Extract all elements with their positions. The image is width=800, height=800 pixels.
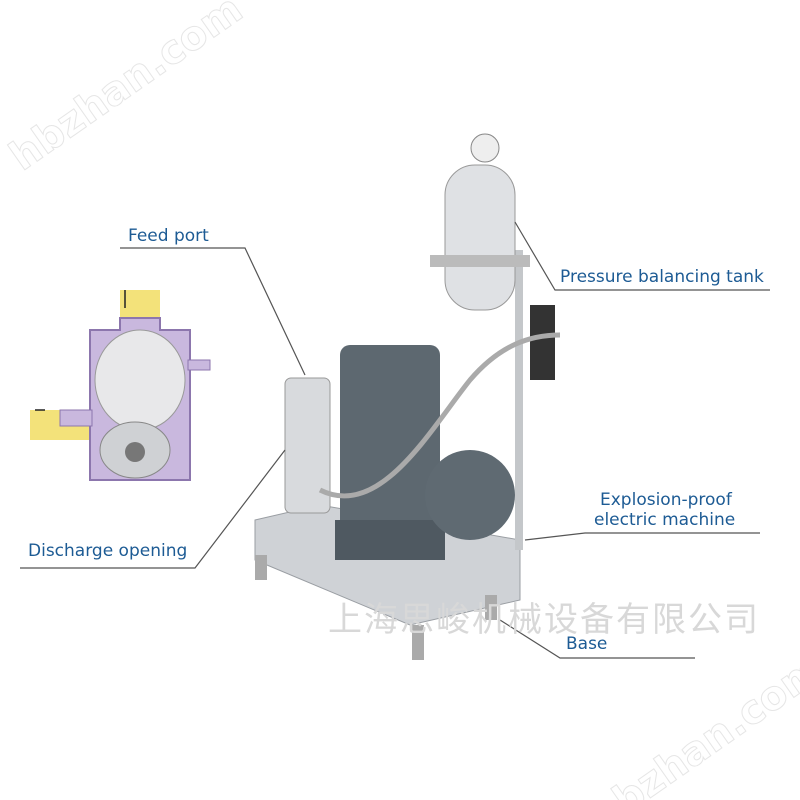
label-motor-line2: electric machine xyxy=(594,510,736,530)
label-discharge-opening: Discharge opening xyxy=(28,541,188,561)
cross-section-inset xyxy=(30,290,211,481)
leader-lines xyxy=(20,221,770,659)
company-watermark: 上海思峻机械设备有限公司 xyxy=(328,600,760,640)
label-motor-line1: Explosion-proof xyxy=(600,490,732,510)
label-base: Base xyxy=(566,634,608,654)
label-feed-port: Feed port xyxy=(128,226,209,246)
label-pressure-tank: Pressure balancing tank xyxy=(560,267,764,287)
